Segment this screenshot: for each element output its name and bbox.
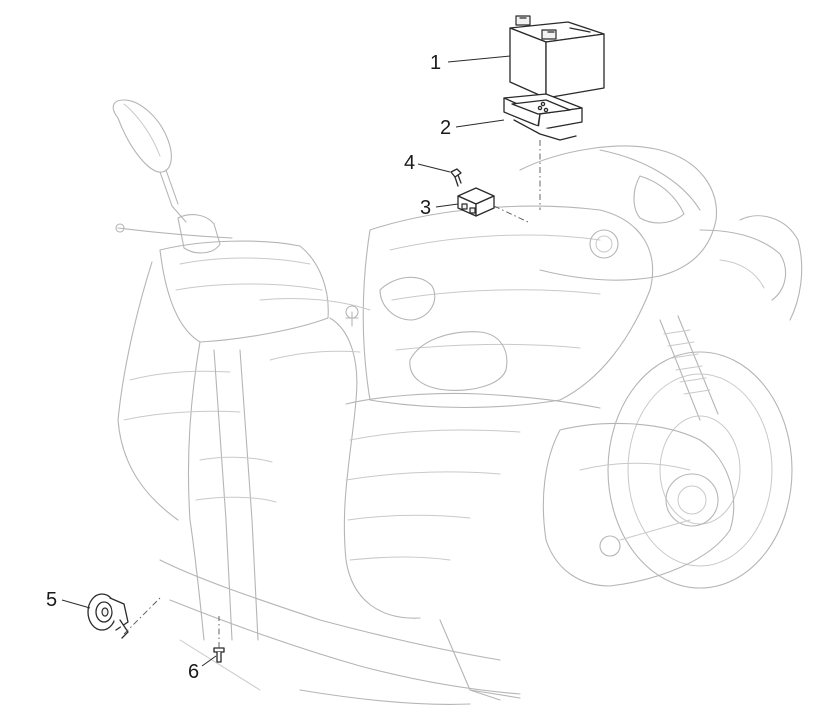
callout-6-horn-screw: 6 [188,661,199,683]
horn-part [87,593,129,639]
horn-screw-part [213,647,225,663]
leader-lines [61,55,511,667]
scooter-frame-outline [112,99,803,705]
relay-part [457,187,495,217]
callout-4-relay-screw: 4 [404,152,415,174]
battery-part [509,15,605,99]
callout-2-battery-tray: 2 [440,117,451,139]
relay-screw-part [450,168,462,187]
callout-1-battery: 1 [430,52,441,74]
callout-5-horn: 5 [46,589,57,611]
callout-3-relay: 3 [420,197,431,219]
assembly-lines [123,140,541,648]
battery-tray-part [503,93,583,141]
